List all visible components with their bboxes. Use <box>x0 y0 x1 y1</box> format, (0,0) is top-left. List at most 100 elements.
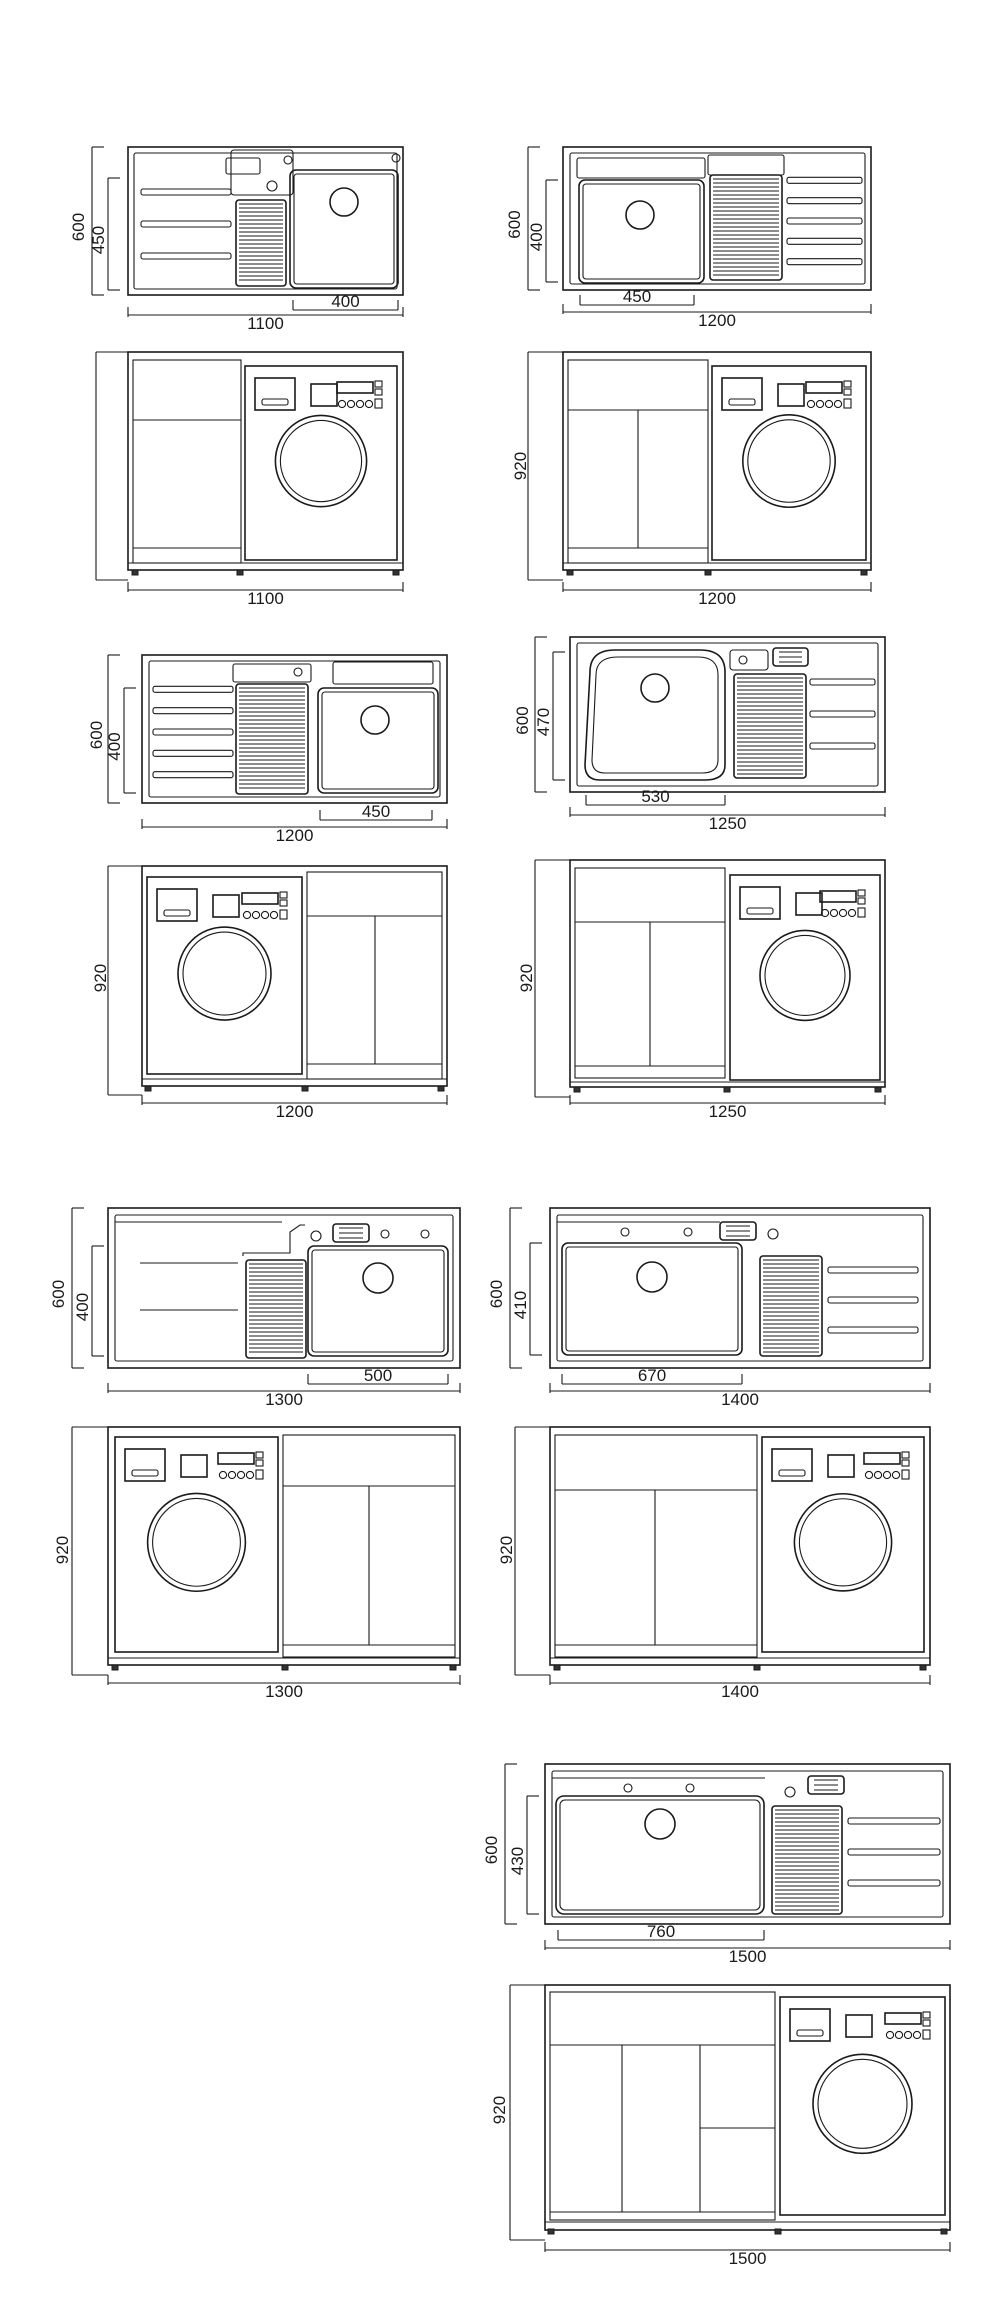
washer-door <box>274 414 368 508</box>
detergent-drawer <box>789 2008 831 2042</box>
faucet-hole <box>266 180 278 192</box>
washer-button <box>269 910 279 920</box>
countertop-inner <box>576 642 879 787</box>
cabinet-front <box>569 859 886 1088</box>
washer-button <box>894 2030 904 2040</box>
countertop-inner <box>556 1214 924 1362</box>
drain <box>362 1262 394 1294</box>
washer-button <box>815 399 825 409</box>
washer-control-panel <box>217 1452 255 1465</box>
drainboard-groove <box>152 685 234 693</box>
washer-button <box>824 399 834 409</box>
washer-button <box>346 399 356 409</box>
washer-control-panel <box>884 2012 922 2025</box>
width-dimension-label: 1100 <box>247 589 284 608</box>
cabinet-front <box>141 865 448 1087</box>
drainboard-groove <box>827 1296 919 1304</box>
depth-dimension-label: 600 <box>487 1280 506 1308</box>
washboard-frame <box>242 1224 305 1256</box>
washer-knob <box>279 891 288 899</box>
faucet-hole <box>784 1786 796 1798</box>
washer-button <box>227 1470 237 1480</box>
depth-dimension-label: 600 <box>69 213 88 241</box>
drainboard-groove <box>809 710 876 718</box>
sink-width-label: 500 <box>364 1366 392 1385</box>
washer-knob <box>279 909 288 920</box>
drainboard-groove <box>827 1266 919 1274</box>
detergent-drawer-handle <box>796 2029 824 2037</box>
drainboard-groove <box>152 749 234 757</box>
washer-button <box>882 1470 892 1480</box>
detergent-drawer-handle <box>131 1469 159 1477</box>
cabinet-leg <box>301 1085 309 1092</box>
tap-hole <box>683 1227 693 1237</box>
washer-display <box>180 1454 208 1478</box>
washer-button <box>833 399 843 409</box>
width-dimension-label: 1300 <box>265 1682 303 1701</box>
sink-basin <box>307 1245 449 1357</box>
sink-basin-inner <box>591 656 719 774</box>
sink-width-label: 760 <box>647 1922 675 1941</box>
washer-button <box>838 908 848 918</box>
soap-tray <box>772 647 809 667</box>
cabinet-leg <box>940 2228 948 2235</box>
washer-knob <box>255 1451 264 1459</box>
countertop-inner <box>569 152 866 285</box>
sink-basin-inner <box>565 1246 739 1352</box>
washer-knob <box>901 1451 910 1459</box>
washer-door <box>146 1492 247 1593</box>
washer-knob <box>374 398 383 409</box>
drain <box>636 1261 668 1293</box>
soap-tray <box>332 1223 370 1243</box>
washer-knob <box>843 398 852 409</box>
sink-basin-inner <box>311 1249 445 1353</box>
drain <box>329 187 359 217</box>
washer-control-panel <box>336 381 374 394</box>
width-dimension-label: 1200 <box>276 826 314 845</box>
cabinet-leg <box>553 1664 561 1671</box>
drainboard-groove <box>152 728 234 736</box>
width-dimension-label: 1200 <box>698 311 736 330</box>
soap-dish <box>232 663 312 683</box>
tap-hole <box>685 1783 695 1793</box>
washer-button <box>903 2030 913 2040</box>
detergent-drawer <box>739 886 781 920</box>
cabinet-body <box>574 867 726 1079</box>
sink-width-label: 530 <box>641 787 669 806</box>
washer-button <box>364 399 374 409</box>
washer-knob <box>843 380 852 388</box>
washer-button <box>829 908 839 918</box>
washer-knob <box>857 897 866 905</box>
countertop-inner <box>114 1214 454 1362</box>
countertop-inner <box>551 1770 944 1918</box>
sink-basin <box>289 169 399 289</box>
cabinet-leg <box>573 1086 581 1093</box>
sink-basin-inner <box>559 1799 761 1911</box>
washer-button <box>242 910 252 920</box>
drainboard-groove <box>152 707 234 715</box>
width-dimension-label: 1250 <box>709 1102 747 1121</box>
washboard-panel <box>771 1805 843 1915</box>
washer-knob <box>255 1469 264 1480</box>
drainboard-groove <box>809 742 876 750</box>
washer-door <box>793 1492 893 1592</box>
washer-display <box>845 2014 873 2038</box>
countertop-plan <box>544 1763 951 1925</box>
washer-door <box>759 929 851 1022</box>
cabinet-leg <box>144 1085 152 1092</box>
detergent-drawer-handle <box>163 909 191 917</box>
cabinet-leg <box>704 569 712 576</box>
depth-dimension-label: 600 <box>87 721 106 749</box>
cabinet-body <box>282 1434 456 1658</box>
faucet-hole <box>310 1230 322 1242</box>
sink-width-label: 670 <box>638 1366 666 1385</box>
washing-machine <box>114 1436 279 1653</box>
cabinet-body <box>549 1991 776 2221</box>
sink-basin-inner <box>582 183 701 280</box>
soap-dish <box>225 157 261 175</box>
washer-button <box>806 399 816 409</box>
cabinet-front <box>562 351 872 571</box>
depth-dimension-label: 600 <box>482 1836 501 1864</box>
